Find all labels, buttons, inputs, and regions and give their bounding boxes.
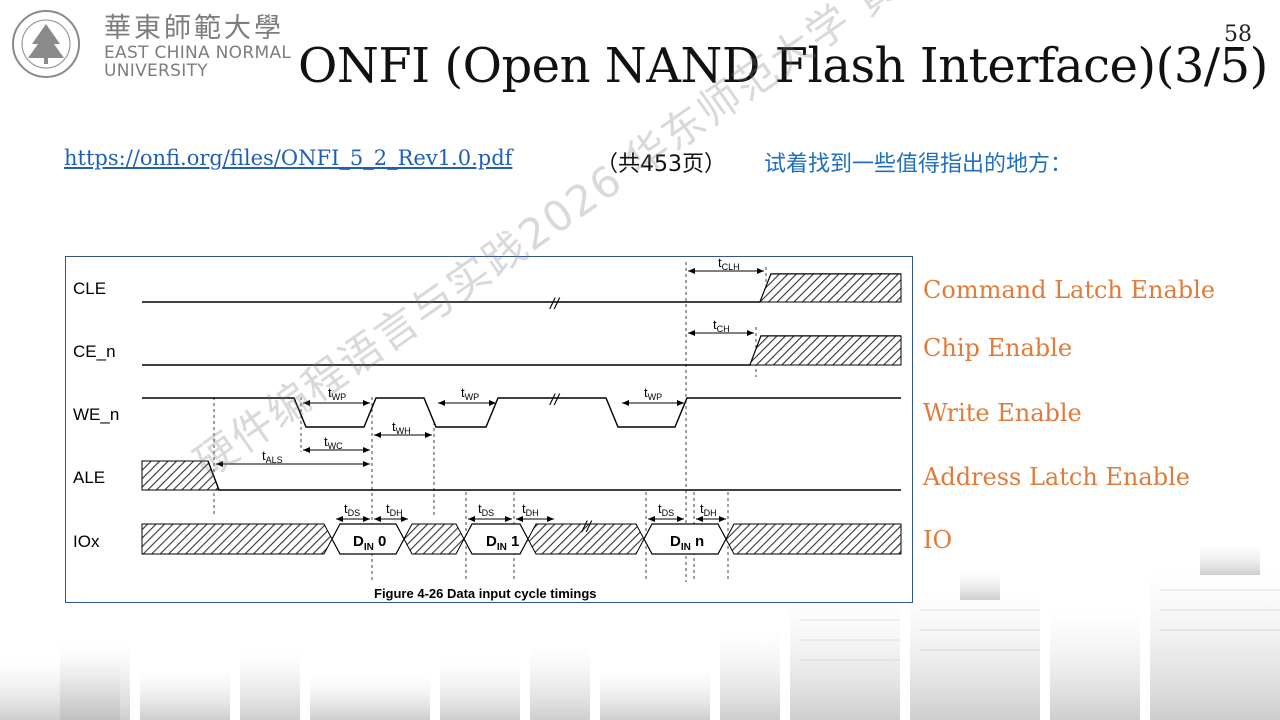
figure-caption: Figure 4-26 Data input cycle timings <box>374 586 597 601</box>
label-address-latch-enable: Address Latch Enable <box>923 463 1190 491</box>
t-ds-label-2: tDS <box>478 501 494 518</box>
university-seal-icon <box>12 10 80 78</box>
we-n-waveform: // <box>142 392 901 428</box>
info-line: https://onfi.org/files/ONFI_5_2_Rev1.0.p… <box>64 146 1072 180</box>
ce-n-waveform <box>142 335 902 366</box>
timing-diagram: CLE CE_n WE_n ALE IOx // <box>73 257 902 601</box>
data-in-1-label: DIN 1 <box>486 533 519 553</box>
label-io: IO <box>923 526 953 554</box>
t-ds-label-1: tDS <box>344 501 360 518</box>
t-dh-label-1: tDH <box>386 501 403 518</box>
logo-english-line1: EAST CHINA NORMAL <box>104 43 292 63</box>
iox-waveform: // <box>141 519 902 555</box>
logo-english-line2: UNIVERSITY <box>104 61 208 81</box>
signal-ale: ALE <box>73 468 105 487</box>
timing-diagram-figure: CLE CE_n WE_n ALE IOx // <box>65 256 913 603</box>
signal-cle: CLE <box>73 279 106 298</box>
svg-text://: // <box>549 296 560 313</box>
t-ch-label: tCH <box>713 317 730 334</box>
logo-chinese-name: 華東師範大學 <box>104 13 284 44</box>
t-wp-label-1: tWP <box>328 385 346 402</box>
cle-waveform: // <box>142 273 902 313</box>
t-wp-label-2: tWP <box>461 385 479 402</box>
t-wp-label-3: tWP <box>644 385 662 402</box>
svg-text://: // <box>581 519 592 536</box>
slide-title: ONFI (Open NAND Flash Interface)(3/5) <box>298 38 1268 94</box>
ale-waveform <box>141 460 901 491</box>
t-wh-label: tWH <box>392 419 411 436</box>
page-count-note: （共453页） <box>596 152 726 177</box>
signal-iox: IOx <box>73 532 100 551</box>
svg-text://: // <box>549 392 560 409</box>
t-clh-label: tCLH <box>718 257 740 272</box>
t-ds-label-3: tDS <box>658 501 674 518</box>
label-command-latch-enable: Command Latch Enable <box>923 276 1216 304</box>
data-in-n-label: DIN n <box>670 533 704 553</box>
timing-arrows <box>216 268 764 522</box>
spec-pdf-link[interactable]: https://onfi.org/files/ONFI_5_2_Rev1.0.p… <box>64 146 513 170</box>
task-prompt: 试着找到一些值得指出的地方： <box>764 152 1073 177</box>
t-dh-label-2: tDH <box>522 501 539 518</box>
t-dh-label-3: tDH <box>700 501 717 518</box>
page-number: 58 <box>1224 22 1252 47</box>
data-in-0-label: DIN 0 <box>353 533 386 553</box>
university-logo: 華東師範大學 EAST CHINA NORMAL UNIVERSITY <box>8 6 298 80</box>
signal-ce-n: CE_n <box>73 342 116 361</box>
t-wc-label: tWC <box>324 434 343 451</box>
signal-we-n: WE_n <box>73 405 119 424</box>
t-als-label: tALS <box>262 448 283 465</box>
label-write-enable: Write Enable <box>923 399 1082 427</box>
label-chip-enable: Chip Enable <box>923 334 1073 362</box>
